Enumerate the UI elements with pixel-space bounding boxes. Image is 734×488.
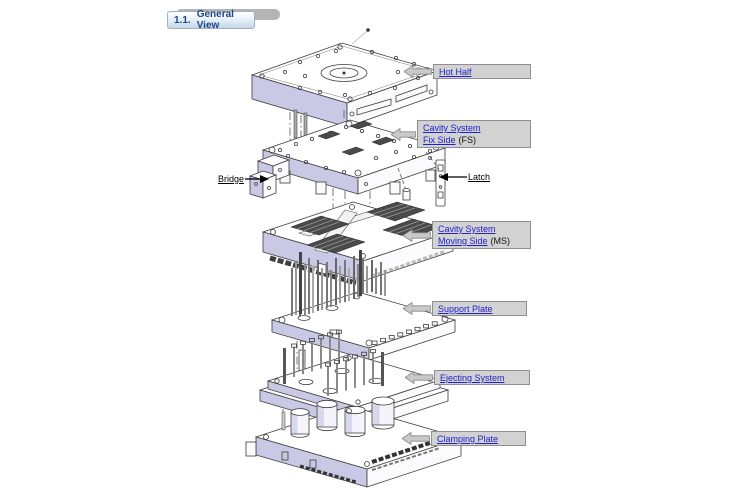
callout-support-plate: Support Plate	[403, 301, 527, 316]
fix-side-link[interactable]: Fix Side	[423, 135, 456, 145]
cavity-system-ms-link[interactable]: Cavity System	[438, 224, 496, 234]
latch-drawing	[435, 159, 446, 207]
bridge-drawing	[248, 154, 291, 199]
spacer-cylinders	[281, 396, 395, 438]
hot-half-label-box: Hot Half	[433, 64, 531, 79]
callout-bridge: Bridge	[218, 174, 270, 184]
callout-hot-half: Hot Half	[404, 64, 531, 79]
support-plate-label-box: Support Plate	[432, 301, 527, 316]
cavity-moving-side-drawing	[261, 201, 455, 286]
cavity-fix-side-label-box: Cavity System Fix Side(FS)	[417, 120, 531, 148]
moving-side-link[interactable]: Moving Side	[438, 236, 488, 246]
ejecting-system-link[interactable]: Ejecting System	[440, 373, 505, 383]
eyebolt-leader	[351, 28, 370, 45]
section-number: 1.1.	[174, 14, 191, 26]
clamping-plate-label-box: Clamping Plate	[431, 431, 526, 446]
clamping-plate-drawing	[245, 396, 463, 488]
leader-arrow-left-icon	[403, 302, 431, 315]
callout-cavity-moving-side: Cavity System Moving Side(MS)	[403, 221, 531, 249]
section-title: General View	[196, 9, 234, 31]
clamping-plate-link[interactable]: Clamping Plate	[437, 434, 499, 444]
leader-arrow-left-icon	[402, 432, 430, 445]
fs-suffix: (FS)	[458, 135, 477, 145]
callout-clamping-plate: Clamping Plate	[402, 431, 526, 446]
leader-arrow-left-icon	[405, 371, 433, 384]
cavity-moving-side-label-box: Cavity System Moving Side(MS)	[432, 221, 531, 249]
ejecting-system-label-box: Ejecting System	[434, 370, 530, 385]
support-plate-link[interactable]: Support Plate	[438, 304, 493, 314]
hot-half-link[interactable]: Hot Half	[439, 67, 472, 77]
leader-arrow-left-icon	[439, 173, 467, 181]
cavity-system-fs-link[interactable]: Cavity System	[423, 123, 481, 133]
leader-arrow-left-icon	[403, 228, 431, 242]
leader-arrow-left-icon	[391, 127, 416, 141]
latch-link[interactable]: Latch	[468, 172, 491, 182]
bridge-link[interactable]: Bridge	[218, 174, 245, 184]
ejector-pins-drawing	[291, 250, 386, 316]
section-header: 1.1. General View	[167, 9, 255, 31]
leader-arrow-right-icon	[245, 175, 270, 183]
callout-cavity-fix-side: Cavity System Fix Side(FS)	[391, 120, 531, 148]
hot-half-drawing	[250, 42, 439, 142]
callout-ejecting-system: Ejecting System	[405, 370, 530, 385]
ms-suffix: (MS)	[490, 236, 511, 246]
callout-latch: Latch	[439, 172, 490, 182]
leader-arrow-left-icon	[404, 65, 432, 78]
small-key-drawing	[397, 167, 411, 201]
